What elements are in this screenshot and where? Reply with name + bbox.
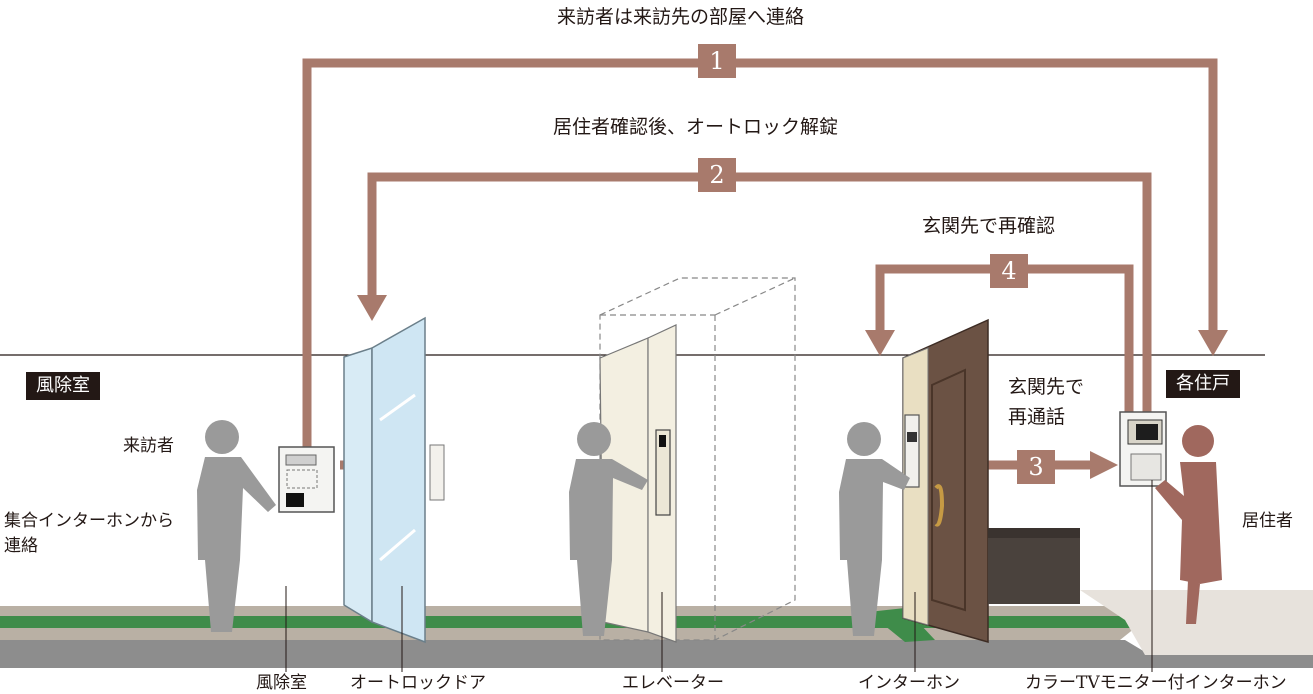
autolock-door [343,316,445,644]
resident-figure [1155,425,1222,624]
shoe-cabinet [988,528,1080,604]
step-4-caption: 玄関先で再確認 [922,215,1056,237]
arrow-2 [367,172,1152,412]
intercom-call-label-line-1: 集合インターホンから [4,511,174,531]
visitor-label: 来訪者 [123,436,174,456]
step-4-number: 4 [990,254,1028,288]
step-1-number: 1 [698,44,736,78]
step-3-caption-line-1: 玄関先で [1008,376,1085,398]
visitor-figure [197,420,276,632]
bottom-label-vestibule: 風除室 [256,673,307,693]
bottom-label-elevator: エレベーター [622,673,724,693]
step-1-caption: 来訪者は来訪先の部屋へ連絡 [557,6,805,28]
step-3-caption-line-2: 再通話 [1008,406,1066,428]
resident-label: 居住者 [1242,511,1293,531]
intercom-call-label-line-2: 連絡 [4,536,38,556]
bottom-label-intercom: インターホン [858,673,960,693]
elevator [599,277,796,643]
step-3-number: 3 [1017,450,1055,484]
arrow-heads [357,295,1228,479]
entrance-intercom [278,446,335,513]
visitor-figure-elevator [569,422,648,636]
visitor-figure-door [839,422,910,636]
arrow-1 [302,58,1218,447]
zone-badge-dwelling: 各住戸 [1166,370,1240,399]
step-2-number: 2 [698,158,736,192]
zone-badge-vestibule: 風除室 [26,372,100,401]
entrance-door [902,318,989,643]
room-intercom-monitor [1119,411,1167,487]
floor [0,590,1313,668]
bottom-label-tv-monitor-intercom: カラーTVモニター付インターホン [1025,673,1287,693]
bottom-label-autolock-door: オートロックドア [350,673,486,693]
step-2-caption: 居住者確認後、オートロック解錠 [553,116,839,138]
leader-lines [285,480,1153,672]
